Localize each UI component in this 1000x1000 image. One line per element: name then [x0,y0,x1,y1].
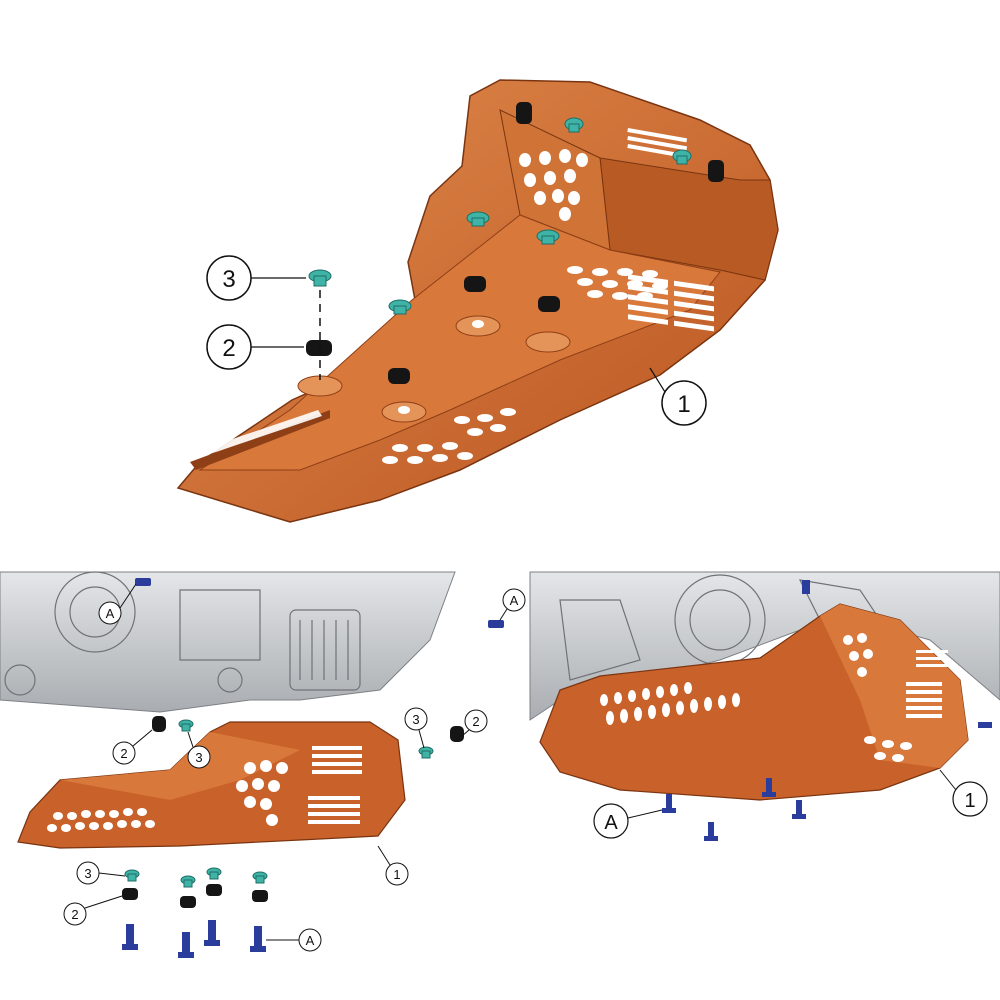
bottom-hardware [122,867,268,958]
callout-1: 1 [649,367,707,426]
rubber-grommets [306,102,724,384]
svg-text:1: 1 [393,867,400,882]
callout-a-left-top: A [98,583,137,625]
side-holes [519,149,588,221]
callout-a-bottom: A [266,928,322,952]
screw-left-topright [488,620,504,628]
svg-text:A: A [604,812,618,834]
svg-text:3: 3 [195,750,202,765]
upper-vent-grille [627,128,688,159]
callout-2-right: 2 [461,709,488,737]
skid-left-holes [47,760,288,832]
skid-plate-right-front [820,604,968,768]
bolts-right [662,580,992,841]
skid-plate-left-top [60,732,300,800]
teal-bushings [308,117,692,315]
callout-1-left: 1 [377,845,409,886]
skid-right-holes [600,633,912,762]
svg-text:3: 3 [222,266,235,293]
left-install-view: A A 2 3 3 2 1 [0,571,526,958]
callout-2: 2 [206,324,304,370]
callout-a-left-topright: A [499,588,526,621]
svg-text:A: A [106,606,115,621]
svg-text:2: 2 [71,907,78,922]
callout-2-left: 2 [112,729,153,765]
grommet-left-b [450,726,464,742]
svg-text:A: A [510,593,519,608]
svg-text:A: A [306,933,315,948]
callout-3: 3 [206,255,306,301]
callout-3-right: 3 [404,707,428,749]
svg-text:2: 2 [472,714,479,729]
mounting-bosses [297,315,571,423]
svg-text:3: 3 [412,712,419,727]
svg-text:3: 3 [84,866,91,881]
bushing-left-b [418,746,434,759]
callout-3-bottom: 3 [76,861,126,885]
callout-1-right: 1 [939,769,988,817]
right-install-view: A 1 [529,571,1000,841]
svg-text:2: 2 [120,746,127,761]
bushing-left-a [178,719,194,732]
svg-text:1: 1 [677,391,690,418]
callout-a-right: A [593,803,663,839]
svg-text:1: 1 [964,790,975,812]
top-view: 1 2 3 [176,79,779,523]
callout-3-left: 3 [187,731,211,769]
callout-2-bottom: 2 [63,895,123,926]
skid-right-grille [906,650,948,718]
floor-holes [382,266,668,464]
screw-left-top [135,578,151,586]
svg-text:2: 2 [222,335,235,362]
skid-plate-slot [200,410,322,456]
grommet-left-a [152,716,166,732]
skid-left-grille [308,746,362,824]
